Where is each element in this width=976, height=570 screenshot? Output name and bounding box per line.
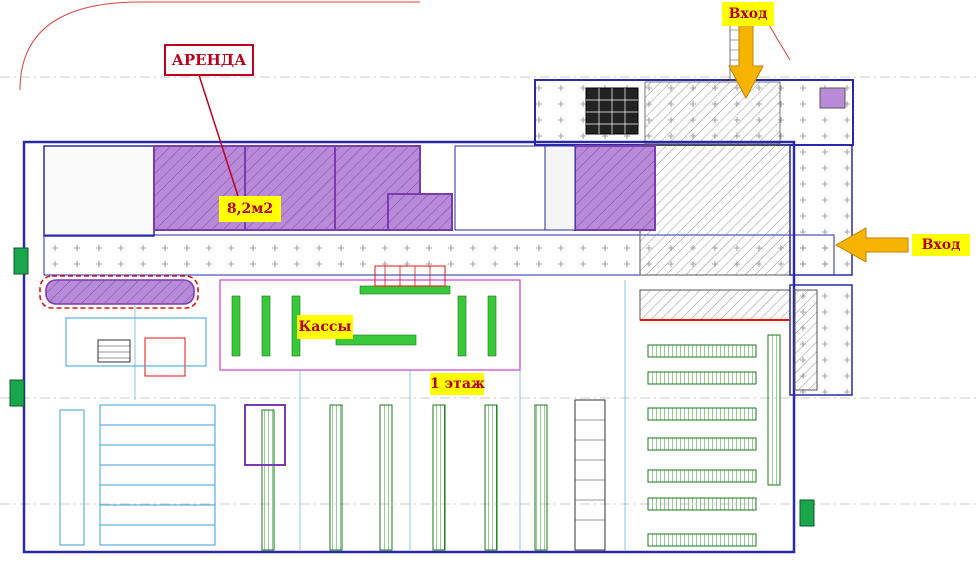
entrance-right-label: Вход <box>912 234 970 256</box>
site-boundary <box>19 1 420 91</box>
area-label: 8,2м2 <box>219 196 281 222</box>
cashier-zone <box>219 279 521 371</box>
arrow-down-icon <box>728 19 764 100</box>
cashiers-label: Кассы <box>297 315 353 339</box>
arrow-left-icon <box>834 227 909 263</box>
floor-label: 1 этаж <box>430 373 485 395</box>
rent-label: АРЕНДА <box>164 44 254 76</box>
entrance-top-label: Вход <box>722 2 774 26</box>
exit-sign-icon <box>13 247 29 275</box>
